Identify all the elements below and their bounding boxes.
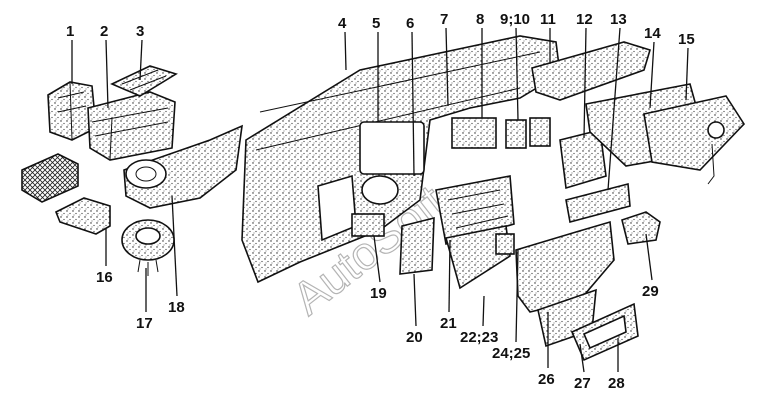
callout-22-23: 22;23 — [460, 329, 498, 346]
part-20-bezel — [399, 216, 435, 275]
part-12-compartment — [559, 129, 607, 190]
callout-5: 5 — [372, 15, 380, 32]
part-22-23-lower-console — [444, 225, 515, 290]
part-21-center-cluster — [435, 175, 515, 246]
callout-4: 4 — [338, 15, 347, 32]
callout-18: 18 — [168, 299, 185, 316]
side-vent-grille — [21, 153, 79, 203]
callout-labels: 1 2 3 4 5 6 7 8 9;10 11 12 13 14 15 16 1… — [66, 11, 695, 392]
part-28-trim-frame — [570, 302, 639, 362]
part-13-switch-strip — [565, 182, 631, 223]
instrument-panel-main — [241, 35, 561, 284]
part-17-blower-motor — [121, 219, 175, 276]
callout-24-25: 24;25 — [492, 345, 530, 362]
callout-15: 15 — [678, 31, 695, 48]
callout-20: 20 — [406, 329, 423, 346]
part-15-glovebox-lid — [643, 95, 746, 185]
callout-26: 26 — [538, 371, 555, 388]
part-2-heater-housing — [87, 91, 176, 161]
callout-11: 11 — [540, 11, 556, 28]
callout-29: 29 — [642, 283, 659, 300]
switch-block — [451, 117, 551, 149]
callout-27: 27 — [574, 375, 591, 392]
callout-16: 16 — [96, 269, 113, 286]
callout-17: 17 — [136, 315, 153, 332]
callout-14: 14 — [644, 25, 661, 42]
part-29-clip — [621, 211, 661, 245]
callout-1: 1 — [66, 23, 74, 40]
callout-9-10: 9;10 — [500, 11, 530, 28]
part-26-console — [515, 220, 615, 313]
callout-7: 7 — [440, 11, 448, 28]
callout-6: 6 — [406, 15, 414, 32]
leader-lines — [71, 27, 689, 373]
callout-21: 21 — [440, 315, 457, 332]
callout-13: 13 — [610, 11, 627, 28]
callout-8: 8 — [476, 11, 484, 28]
part-19-side-vent — [351, 213, 385, 237]
part-11-top-vent — [531, 41, 651, 101]
callout-19: 19 — [370, 285, 387, 302]
callout-12: 12 — [576, 11, 593, 28]
callout-28: 28 — [608, 375, 625, 392]
part-18-blower-housing — [123, 124, 243, 209]
part-16-bracket — [54, 197, 111, 235]
part-3-heater-core — [110, 65, 178, 97]
callout-2: 2 — [100, 23, 108, 40]
callout-3: 3 — [136, 23, 144, 40]
